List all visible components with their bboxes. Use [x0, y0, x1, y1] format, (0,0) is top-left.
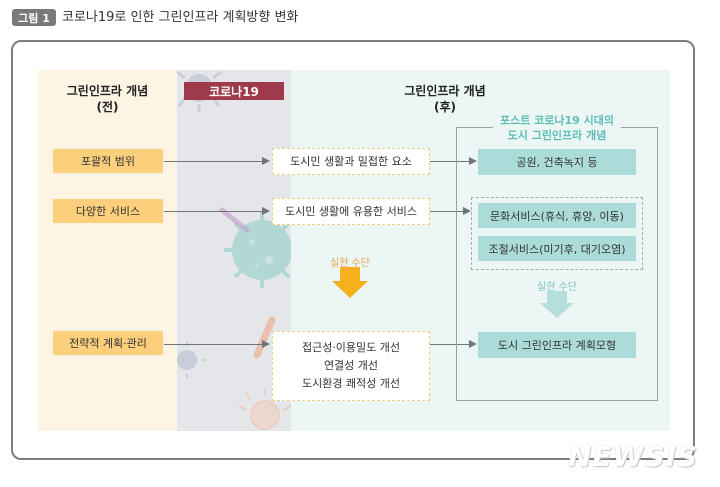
arrow-right-icon [469, 157, 477, 165]
down-arrow-orange-icon [332, 267, 368, 298]
column-before [38, 70, 177, 431]
covid-badge: 코로나19 [184, 82, 284, 100]
post-item-cultural-services: 문화서비스(휴식, 휴양, 이동) [478, 203, 636, 228]
middle-item-improvements: 접근성·이용밀도 개선 연결성 개선 도시환경 쾌적성 개선 [272, 331, 430, 401]
arrow-line [164, 344, 262, 345]
post-item-parks: 공원, 건축녹지 등 [478, 149, 636, 175]
arrow-right-icon [262, 207, 270, 215]
middle-means-label: 실현 수단 [330, 258, 370, 269]
figure-title: 코로나19로 인한 그린인프라 계획방향 변화 [62, 10, 299, 25]
middle-item-text: 도시민 생활에 유용한 서비스 [285, 204, 417, 218]
middle-item-text-line3: 도시환경 쾌적성 개선 [301, 377, 401, 390]
right-means-label: 실현 수단 [537, 282, 577, 293]
services-group [471, 197, 643, 270]
arrow-line [430, 161, 470, 162]
middle-item-close-elements: 도시민 생활과 밀접한 요소 [272, 148, 430, 175]
arrow-line [430, 344, 470, 345]
diagram-frame [11, 40, 695, 460]
post-item-regulating-services: 조절서비스(미기후, 대기오염) [478, 236, 636, 261]
column-after-title: 그린인프라 개념 (후) [380, 83, 510, 115]
before-item-scope: 포괄적 범위 [53, 149, 163, 173]
arrow-line [164, 161, 262, 162]
before-item-strategic-planning: 전략적 계획·관리 [53, 331, 163, 355]
arrow-line [164, 211, 262, 212]
arrow-right-icon [262, 340, 270, 348]
arrow-right-icon [469, 340, 477, 348]
before-item-services: 다양한 서비스 [53, 199, 163, 223]
figure-badge: 그림 1 [12, 9, 56, 26]
middle-item-text: 도시민 생활과 밀접한 요소 [290, 154, 412, 168]
middle-item-text-line1: 접근성·이용밀도 개선 [301, 341, 401, 354]
post-covid-title-line1: 포스트 코로나19 시대의 [499, 114, 615, 127]
newsis-watermark: NEWSIS [568, 440, 699, 473]
middle-item-useful-services: 도시민 생활에 유용한 서비스 [272, 198, 430, 225]
column-before-title: 그린인프라 개념 (전) [38, 83, 177, 115]
post-covid-title-line2: 도시 그린인프라 개념 [507, 129, 607, 142]
arrow-right-icon [262, 157, 270, 165]
arrow-right-icon [463, 207, 471, 215]
down-arrow-teal-icon [540, 291, 574, 318]
column-before-title-line1: 그린인프라 개념 [66, 84, 149, 98]
column-after-title-line2: (후) [433, 100, 456, 114]
middle-item-text-line2: 연결성 개선 [323, 359, 379, 372]
column-after-title-line1: 그린인프라 개념 [404, 84, 486, 98]
arrow-line [430, 211, 464, 212]
post-covid-title: 포스트 코로나19 시대의 도시 그린인프라 개념 [493, 113, 621, 143]
column-before-title-line2: (전) [96, 100, 119, 114]
post-item-planning-model: 도시 그린인프라 계획모형 [478, 332, 636, 358]
